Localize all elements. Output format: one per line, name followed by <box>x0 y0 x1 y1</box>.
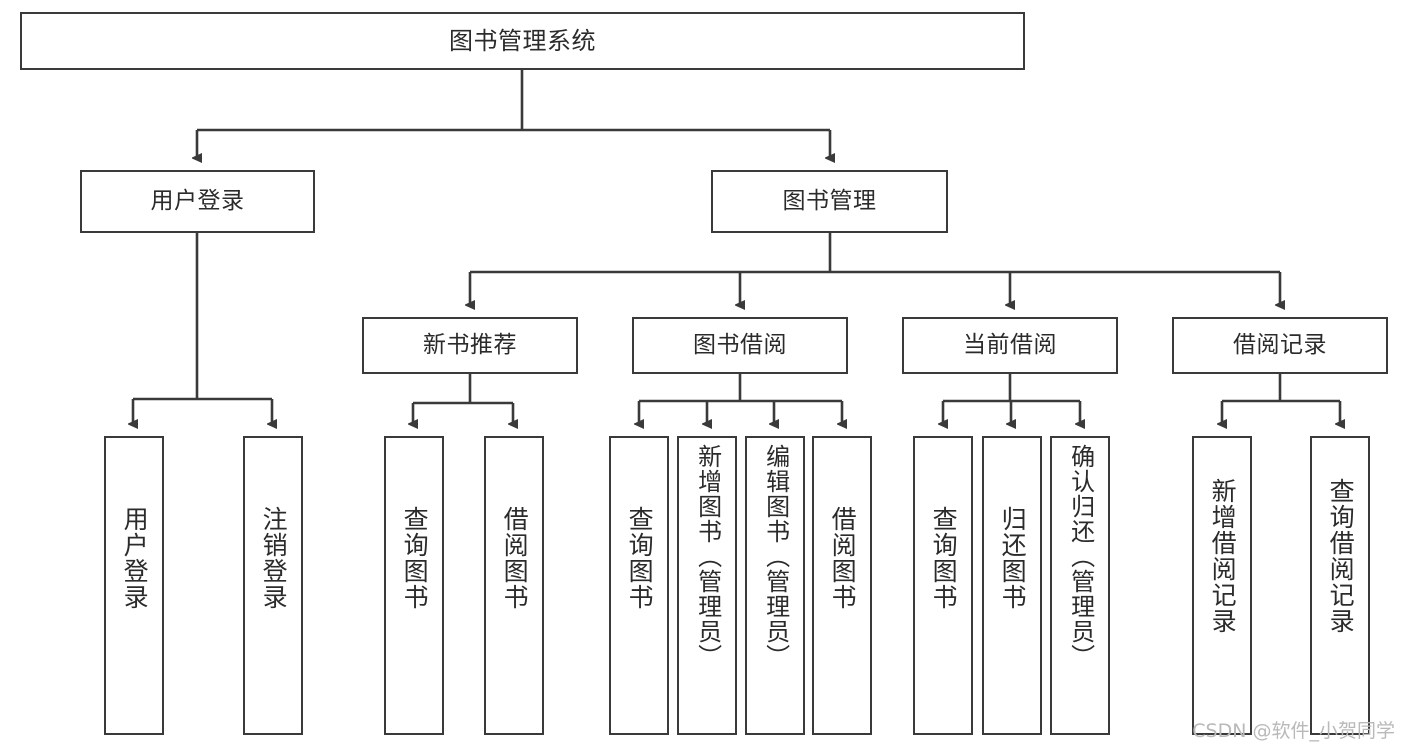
node-label: 查询图书 <box>929 506 959 610</box>
node-label: 用户登录 <box>150 187 245 214</box>
node-current-borrow[interactable]: 当前借阅 <box>902 317 1118 374</box>
node-label: 图书借阅 <box>693 331 787 358</box>
node-borrow-record[interactable]: 借阅记录 <box>1172 317 1388 374</box>
node-leaf-add-book-admin[interactable]: 新增图书（管理员） <box>677 436 737 735</box>
node-label: 查询借阅记录 <box>1326 478 1356 634</box>
node-leaf-logout[interactable]: 注销登录 <box>243 436 303 735</box>
node-book-management[interactable]: 图书管理 <box>711 170 948 233</box>
node-label: 借阅图书 <box>500 506 530 610</box>
node-book-borrow[interactable]: 图书借阅 <box>632 317 848 374</box>
node-leaf-user-login[interactable]: 用户登录 <box>104 436 164 735</box>
node-label: 注销登录 <box>259 506 289 610</box>
node-label: 用户登录 <box>120 506 150 610</box>
node-leaf-return-book[interactable]: 归还图书 <box>982 436 1042 735</box>
node-root-system[interactable]: 图书管理系统 <box>20 12 1025 70</box>
node-label: 新增图书（管理员） <box>693 444 722 669</box>
node-label: 查询图书 <box>625 506 655 610</box>
node-leaf-edit-book-admin[interactable]: 编辑图书（管理员） <box>745 436 805 735</box>
node-label: 新增借阅记录 <box>1208 478 1238 634</box>
node-label: 当前借阅 <box>963 331 1057 358</box>
node-leaf-query-book-borrow[interactable]: 查询图书 <box>609 436 669 735</box>
node-leaf-query-borrow-record[interactable]: 查询借阅记录 <box>1310 436 1370 735</box>
watermark-text: CSDN @软件_小贺同学 <box>1192 720 1395 742</box>
node-label: 新书推荐 <box>423 331 517 358</box>
node-leaf-add-borrow-record[interactable]: 新增借阅记录 <box>1192 436 1252 735</box>
node-label: 编辑图书（管理员） <box>761 444 790 669</box>
node-new-book-recommend[interactable]: 新书推荐 <box>362 317 578 374</box>
node-label: 确认归还（管理员） <box>1066 444 1095 669</box>
node-leaf-query-book-current[interactable]: 查询图书 <box>913 436 973 735</box>
node-label: 归还图书 <box>998 506 1028 610</box>
node-label: 借阅图书 <box>828 506 858 610</box>
node-label: 借阅记录 <box>1233 331 1327 358</box>
node-leaf-confirm-return-admin[interactable]: 确认归还（管理员） <box>1050 436 1110 735</box>
node-label: 图书管理系统 <box>449 26 596 55</box>
node-label: 查询图书 <box>400 506 430 610</box>
node-label: 图书管理 <box>782 187 877 214</box>
node-user-login[interactable]: 用户登录 <box>80 170 315 233</box>
node-leaf-borrow-book[interactable]: 借阅图书 <box>812 436 872 735</box>
node-leaf-query-book-recommend[interactable]: 查询图书 <box>384 436 444 735</box>
node-leaf-borrow-book-recommend[interactable]: 借阅图书 <box>484 436 544 735</box>
